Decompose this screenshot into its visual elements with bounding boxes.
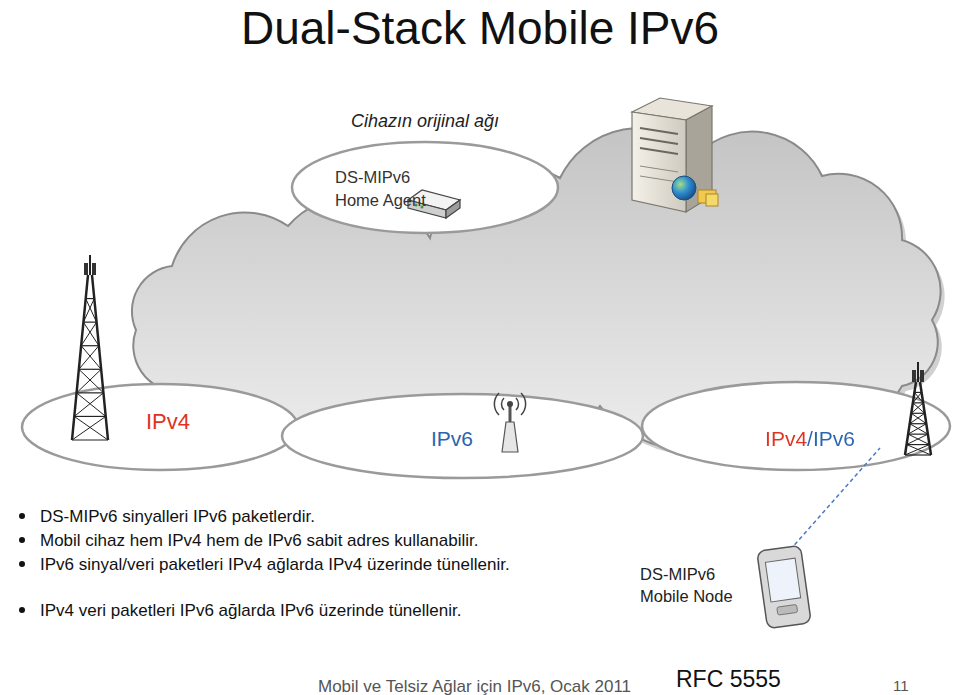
device-label: DS-MIPv6 Mobile Node [640,563,752,607]
network-heading: Cihazın orijinal ağı [351,110,499,132]
node-icon [757,362,931,629]
bullet-note: IPv6 sinyal/veri paketleri IPv4 ağlarda … [15,553,555,576]
bullet-note: Mobil cihaz hem IPv4 hem de IPv6 sabit a… [15,529,555,552]
footer-text: 11 [893,676,909,695]
ellipse-shape [292,142,558,233]
access-network-ellipse: IPv4 [20,382,300,472]
slide-title: Dual-Stack Mobile IPv6 [0,0,960,56]
bullet-note: DS-MIPv6 sinyalleri IPv6 paketlerdir. [15,505,555,528]
network-label: DS-MIPv6 Home Agent [335,166,427,212]
node-icon [494,393,525,452]
network-label: IPv4/IPv6 [765,426,855,451]
ellipse-outline [290,140,560,235]
footer-text: Mobil ve Telsiz Ağlar için IPv6, Ocak 20… [318,675,631,695]
server-icon [632,98,718,212]
ellipse-shape [282,394,643,478]
network-label: IPv4 [146,409,190,435]
ellipse-shape [642,382,950,470]
footer-text: RFC 5555 [676,664,781,695]
home-network-ellipse: Cihazın orijinal ağıDS-MIPv6 Home Agent [290,140,560,235]
bullet-note: IPv4 veri paketleri IPv6 ağlarda IPv6 üz… [15,599,555,622]
ellipse-shape [22,384,298,470]
network-label: IPv6 [431,426,473,451]
access-network-ellipse: IPv4/IPv6 [640,380,952,472]
node-icon [72,255,108,440]
access-network-ellipse: IPv6 [280,392,645,480]
